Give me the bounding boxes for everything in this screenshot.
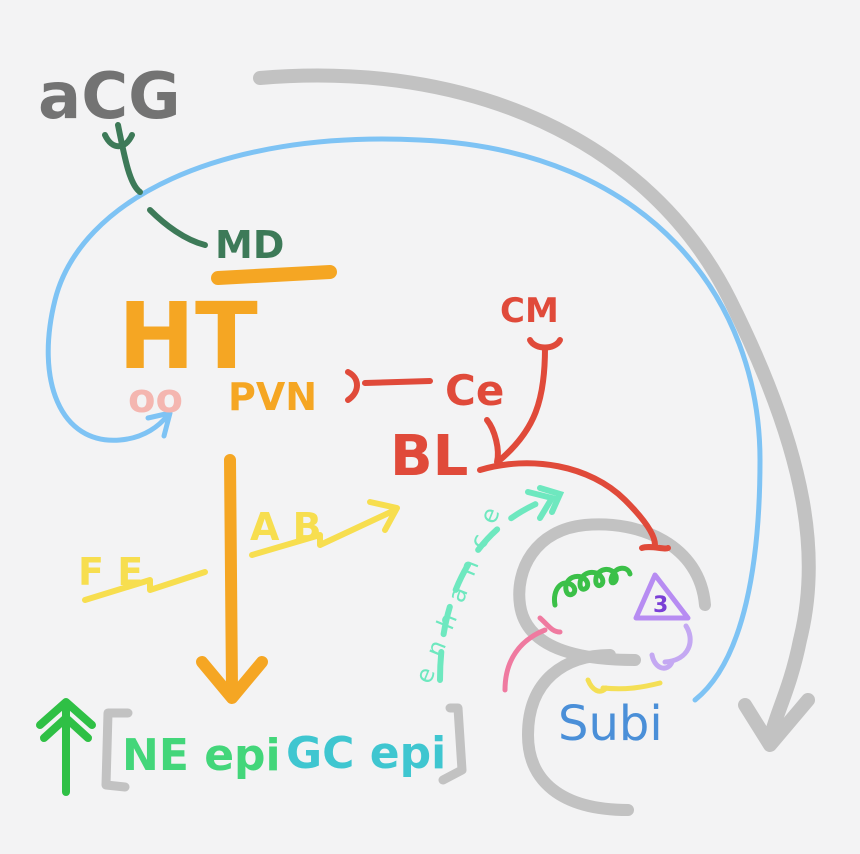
enhance-label: enhance [410, 490, 511, 687]
lavender-link [649, 623, 693, 671]
enhance-arrow [437, 485, 565, 683]
ht-label: HT [118, 283, 258, 390]
ne-epi-label: NE epi [122, 730, 281, 781]
oo-label: oo [128, 376, 183, 422]
ht-bar [211, 265, 337, 285]
pvn-ce-connection [345, 369, 433, 403]
acg-md-connection [102, 122, 208, 248]
acg-label: aCG [38, 60, 181, 134]
cm-label: CM [500, 291, 559, 331]
md-label: MD [215, 223, 284, 267]
pink-link [502, 615, 563, 693]
fe-label: F E [78, 550, 143, 594]
ab-label: A B [250, 505, 322, 549]
gc-epi-label: GC epi [286, 728, 446, 779]
bl-label: BL [390, 424, 468, 489]
up-arrow-icon [36, 698, 96, 796]
gray-arc-acg-to-subi [253, 68, 816, 752]
hippocampus-outline [513, 518, 711, 816]
fe-zigzag [82, 569, 208, 603]
yellow-link [585, 677, 663, 694]
ht-down-arrow [196, 454, 268, 704]
triangle-3 [633, 572, 691, 621]
blue-loop-subi-to-oo [45, 136, 763, 703]
pvn-label: PVN [228, 375, 317, 419]
ce-label: Ce [445, 366, 504, 415]
green-coil [551, 565, 633, 608]
ab-zigzag-arrow [249, 499, 400, 558]
triangle-number: 3 [653, 593, 668, 618]
cm-bl-subi-connection [477, 337, 671, 552]
epi-brackets [101, 703, 467, 792]
subi-label: Subi [558, 696, 663, 752]
